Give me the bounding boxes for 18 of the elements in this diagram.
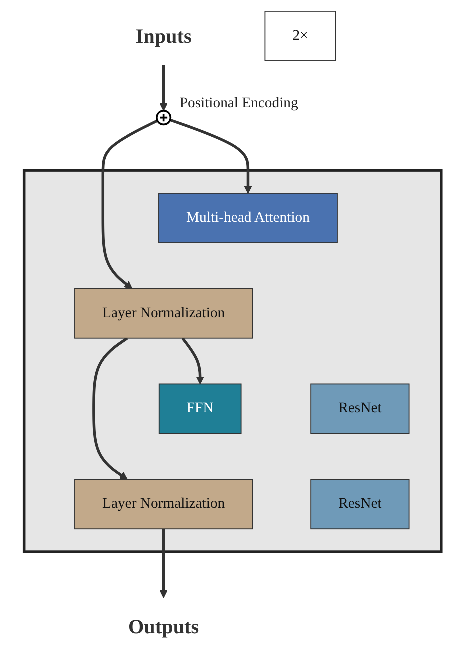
cluster (22, 169, 442, 554)
arrow (101, 120, 158, 290)
node-box: Layer Normalization (74, 479, 253, 530)
arrow (169, 118, 252, 194)
node-text: Outputs (128, 615, 199, 638)
node-box: FFN (158, 384, 242, 434)
arrow (92, 337, 128, 480)
arrow (159, 529, 168, 598)
arrow (159, 65, 168, 112)
node-box: Multi-head Attention (158, 193, 338, 244)
node-box: 2× (264, 11, 336, 62)
arrow (181, 338, 204, 385)
node-circle (156, 110, 172, 126)
node-text: Inputs (135, 24, 192, 48)
node-box: ResNet (310, 384, 410, 434)
node-box: ResNet (310, 479, 410, 530)
node-box: Layer Normalization (74, 288, 253, 339)
annotation-text: Positional Encoding (179, 95, 298, 112)
